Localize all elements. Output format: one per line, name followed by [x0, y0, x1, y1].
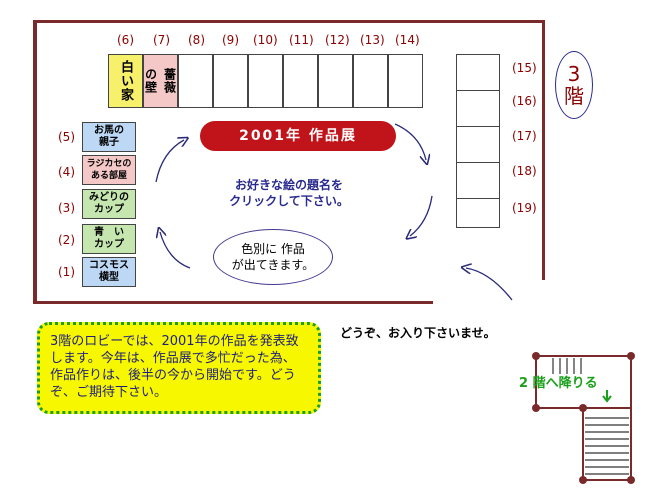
work-number-6: (6)	[117, 33, 134, 47]
work-3-line2: カップ	[94, 204, 124, 215]
welcome-text: どうぞ、お入り下さいませ。	[340, 326, 496, 340]
floor-number: 3	[567, 62, 581, 86]
arrow-top-left	[155, 140, 184, 183]
work-2-line2: カップ	[94, 239, 124, 250]
work-number-18: (18)	[512, 164, 537, 178]
work-number-19: (19)	[512, 201, 537, 215]
exhibition-title-banner: 2001年 作品展	[200, 121, 396, 151]
ellipse-line1: 色別に 作品	[241, 242, 305, 256]
work-number-10: (10)	[253, 33, 278, 47]
work-number-5: (5)	[58, 130, 75, 144]
work-number-17: (17)	[512, 129, 537, 143]
arrow-top-right	[394, 123, 426, 160]
work-4-radio-room[interactable]: ラジカセのある部屋	[82, 155, 136, 185]
work-1-line1: コスモス	[89, 260, 129, 271]
work-1-cosmos[interactable]: コスモス横型	[82, 257, 136, 287]
instruction-line1: お好きな絵の題名を	[234, 178, 343, 192]
work-12-slot[interactable]	[318, 54, 353, 108]
work-14-slot[interactable]	[388, 54, 423, 108]
arrow-right	[410, 195, 433, 236]
arrow-entrance	[466, 268, 513, 301]
work-7-title-left: の壁	[143, 68, 158, 94]
work-number-14: (14)	[395, 33, 420, 47]
stairs-down-link[interactable]: 2 階へ降りる	[519, 376, 598, 391]
work-2-line1: 青 い	[94, 227, 124, 238]
work-number-13: (13)	[360, 33, 385, 47]
work-number-3: (3)	[58, 201, 75, 215]
ellipse-line2: が出てきます。	[231, 258, 315, 272]
work-number-15: (15)	[512, 61, 537, 75]
work-3-line1: みどりの	[89, 192, 129, 203]
lobby-note: 3階のロビーでは、2001年の作品を発表致します。今年は、作品展で多忙だった為、…	[37, 322, 321, 414]
work-7-rose-wall[interactable]: 薔薇 の壁	[143, 54, 178, 108]
work-number-2: (2)	[58, 233, 75, 247]
work-2-blue-cup[interactable]: 青 いカップ	[82, 224, 136, 254]
work-13-slot[interactable]	[353, 54, 388, 108]
work-11-slot[interactable]	[283, 54, 318, 108]
work-number-1: (1)	[58, 265, 75, 279]
work-7-title-right: 薔薇	[162, 68, 177, 94]
work-number-7: (7)	[153, 33, 170, 47]
work-6-title: 白い家	[118, 60, 133, 102]
color-note-ellipse: 色別に 作品が出てきます。	[213, 229, 333, 285]
instruction-line2: クリックして下さい。	[229, 194, 349, 208]
work-8-slot[interactable]	[178, 54, 213, 108]
exhibition-room-wall	[33, 20, 545, 304]
work-number-12: (12)	[325, 33, 350, 47]
work-number-11: (11)	[289, 33, 314, 47]
floor-badge: 3 階	[555, 51, 593, 119]
work-number-4: (4)	[58, 165, 75, 179]
work-4-line1: ラジカセの	[86, 159, 132, 169]
work-3-green-cup[interactable]: みどりのカップ	[82, 189, 136, 219]
work-19-slot[interactable]	[456, 198, 500, 228]
arrow-bottom-left	[160, 232, 191, 269]
work-5-horse-parent-child[interactable]: お馬の親子	[82, 122, 136, 152]
work-5-line2: 親子	[99, 137, 119, 148]
work-1-line2: 横型	[99, 272, 119, 283]
work-number-9: (9)	[222, 33, 239, 47]
staircase-icon	[532, 352, 635, 484]
work-number-16: (16)	[512, 94, 537, 108]
work-4-line2: ある部屋	[90, 171, 127, 181]
work-number-8: (8)	[188, 33, 205, 47]
work-5-line1: お馬の	[94, 125, 124, 136]
work-10-slot[interactable]	[248, 54, 283, 108]
work-6-white-house[interactable]: 白い家	[108, 54, 143, 108]
work-9-slot[interactable]	[213, 54, 248, 108]
floor-label: 階	[564, 84, 584, 108]
room-entrance	[433, 280, 547, 310]
instruction-text: お好きな絵の題名を クリックして下さい。	[204, 177, 374, 209]
